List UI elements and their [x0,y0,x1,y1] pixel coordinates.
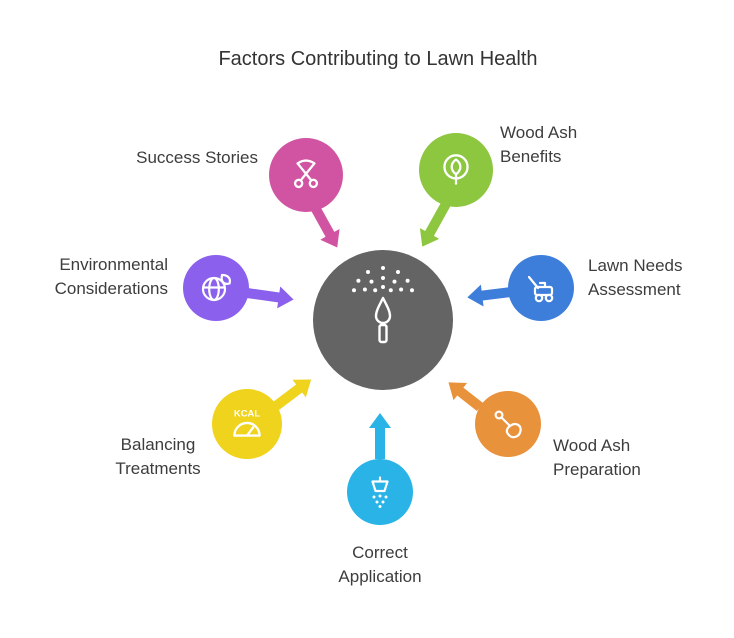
arrow-balancing-treatments [272,379,312,410]
arrow-lawn-needs-assessment [467,284,512,307]
lawn-mower-icon [527,275,554,303]
node-label-environmental-considerations: Environmental Considerations [54,255,168,298]
spreader-icon [371,476,389,508]
kcal-text: KCAL [234,409,260,420]
arrow-wood-ash-benefits [419,199,452,247]
node-label-correct-application: Correct Application [338,543,422,586]
node-circle-correct-application [347,459,413,525]
node-label-success-stories: Success Stories [136,148,258,167]
node-label-wood-ash-benefits: Wood Ash Benefits [500,123,578,166]
node-circle-balancing-treatments: KCAL [212,389,282,459]
node-circle-wood-ash-benefits [419,133,493,207]
sprinkler-icon [352,266,414,344]
node-label-wood-ash-preparation: Wood Ash Preparation [553,436,641,479]
kitchen-scale-icon: KCAL [233,409,261,437]
globe-leaf-icon [201,273,231,302]
node-label-balancing-treatments: Balancing Treatments [115,435,201,478]
diagram-title: Factors Contributing to Lawn Health [218,48,538,70]
arrow-correct-application [369,413,391,459]
arrow-wood-ash-preparation [448,382,484,411]
center-hub [313,250,453,390]
arrow-environmental-considerations [246,286,294,309]
node-label-lawn-needs-assessment: Lawn Needs Assessment [588,256,683,299]
arrow-success-stories [307,199,340,248]
leaf-badge-icon [443,154,469,185]
node-circle-success-stories [269,138,343,212]
node-circle-lawn-needs-assessment [508,255,574,321]
pruning-shears-icon [293,159,319,189]
node-circle-wood-ash-preparation [475,391,541,457]
shovel-icon [494,410,522,439]
node-circle-environmental-considerations [183,255,249,321]
